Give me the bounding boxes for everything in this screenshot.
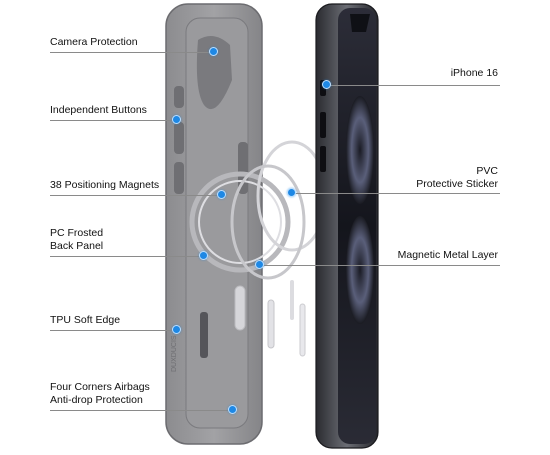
label-tpu-soft-edge: TPU Soft Edge [50, 314, 121, 326]
leader-camera [50, 52, 212, 53]
slot-cutout [200, 312, 208, 358]
leader-magnets [50, 195, 222, 196]
leader-airbags [50, 410, 232, 411]
iphone-16 [315, 3, 379, 449]
leader-metal [260, 265, 500, 266]
dynamic-island [350, 14, 370, 32]
case-brand-text: DUXDUCIS [171, 335, 178, 372]
case: DUXDUCIS [165, 3, 263, 445]
label-iphone: iPhone 16 [450, 67, 498, 79]
marker-pvc [287, 188, 296, 197]
marker-airbags [228, 405, 237, 414]
leader-pvc [292, 193, 500, 194]
label-magnetic-metal-layer: Magnetic Metal Layer [397, 249, 498, 261]
label-independent-buttons: Independent Buttons [50, 104, 147, 116]
marker-metal [255, 260, 264, 269]
marker-magnets [217, 190, 226, 199]
magnet-ring [189, 171, 291, 331]
label-camera-protection: Camera Protection [50, 36, 138, 48]
volume-down-button [174, 162, 184, 194]
marker-iphone [322, 80, 331, 89]
metal-layer-ring [230, 164, 306, 357]
camera-cutout [196, 36, 232, 110]
marker-tpu [172, 325, 181, 334]
leader-iphone [327, 85, 500, 86]
leader-tpu [50, 330, 176, 331]
label-pvc-line2: Protective Sticker [416, 178, 498, 190]
marker-camera [209, 47, 218, 56]
label-positioning-magnets: 38 Positioning Magnets [50, 179, 160, 191]
label-airbags-line1: Four Corners Airbags [50, 381, 150, 393]
label-pvc-line1: PVC [476, 165, 498, 177]
leader-pc-frosted [50, 256, 202, 257]
marker-pc-frosted [199, 251, 208, 260]
label-airbags-line2: Anti-drop Protection [50, 394, 143, 406]
label-pc-frosted-line1: PC Frosted [50, 227, 104, 239]
volume-up-button [174, 122, 184, 154]
label-pc-frosted-line2: Back Panel [50, 240, 104, 252]
leader-buttons [50, 120, 176, 121]
marker-buttons [172, 115, 181, 124]
action-button [174, 86, 184, 108]
